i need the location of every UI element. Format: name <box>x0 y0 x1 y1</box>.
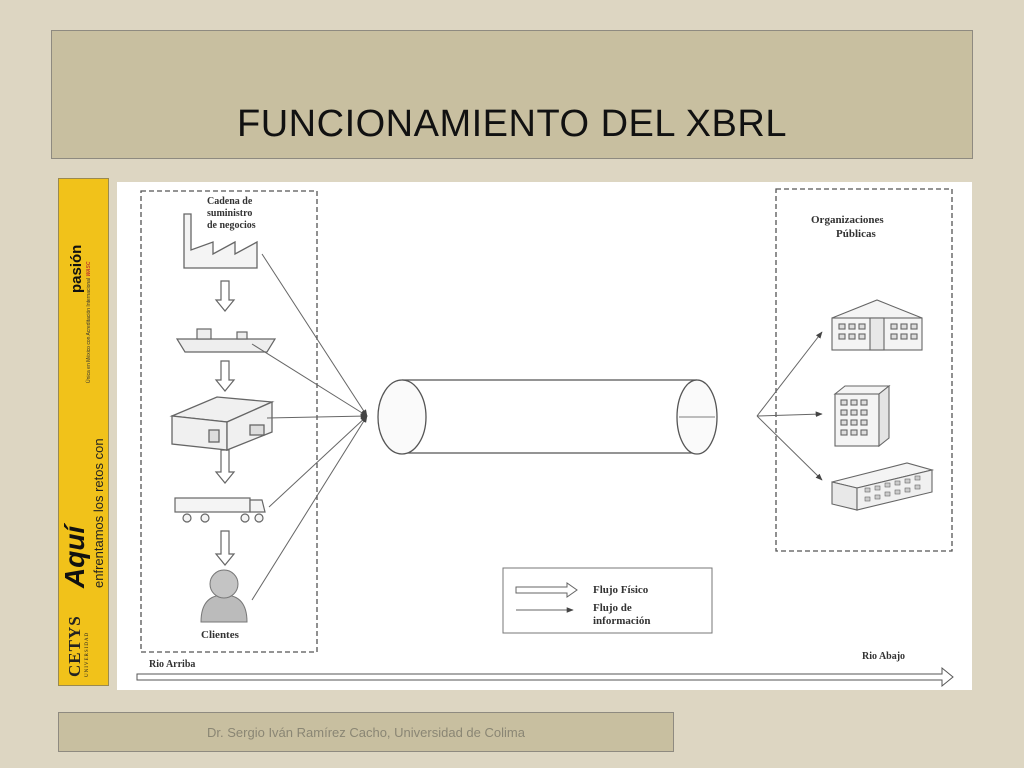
truck-icon <box>174 497 266 523</box>
public-orgs-label: Organizaciones Públicas <box>811 214 886 240</box>
office-tower-icon <box>833 384 891 448</box>
cetys-logo: CETYS UNIVERSIDAD <box>65 607 103 677</box>
river-arrow <box>136 666 954 688</box>
factory-icon <box>183 213 258 269</box>
slogan-line: enfrentamos los retos con <box>91 438 106 588</box>
physical-flow-arrow-icon <box>515 582 578 598</box>
footer-box: Dr. Sergio Iván Ramírez Cacho, Universid… <box>58 712 674 752</box>
slogan-bold: Aquí <box>59 525 90 588</box>
legend-physical-flow: Flujo Físico <box>593 584 649 596</box>
wasc-logo: WASC <box>86 261 92 277</box>
upstream-label: Rio Arriba <box>149 659 195 670</box>
university-sub: UNIVERSIDAD <box>85 631 90 677</box>
supply-chain-box <box>140 190 318 653</box>
legend-box: Flujo Físico Flujo de información <box>502 567 713 634</box>
slide-title: FUNCIONAMIENTO DEL XBRL <box>237 103 787 145</box>
university-banner: CETYS UNIVERSIDAD Aquí enfrentamos los r… <box>58 178 109 686</box>
distribution-lines <box>756 331 823 481</box>
office-block-icon <box>831 462 935 511</box>
government-building-icon <box>831 299 923 351</box>
down-arrow <box>214 280 236 566</box>
client-person-icon <box>200 569 248 623</box>
supply-chain-label: Cadena de suministro de negocios <box>207 196 256 231</box>
slogan-emphasis: pasión <box>68 244 85 293</box>
xbrl-diagram: Cadena de suministro de negocios <box>117 182 972 690</box>
ship-icon <box>175 328 277 353</box>
information-lines <box>251 253 368 601</box>
downstream-label: Rio Abajo <box>862 651 905 662</box>
clients-label: Clientes <box>201 629 240 641</box>
accreditation-note: Única en México con Acreditación Interna… <box>86 261 92 383</box>
public-orgs-box <box>775 188 953 552</box>
warehouse-icon <box>169 396 275 451</box>
xbrl-pipe <box>377 379 718 455</box>
title-box: FUNCIONAMIENTO DEL XBRL <box>51 30 973 159</box>
university-name: CETYS <box>65 615 84 677</box>
legend-info-flow: Flujo de información <box>593 602 650 627</box>
footer-credit: Dr. Sergio Iván Ramírez Cacho, Universid… <box>207 725 525 740</box>
